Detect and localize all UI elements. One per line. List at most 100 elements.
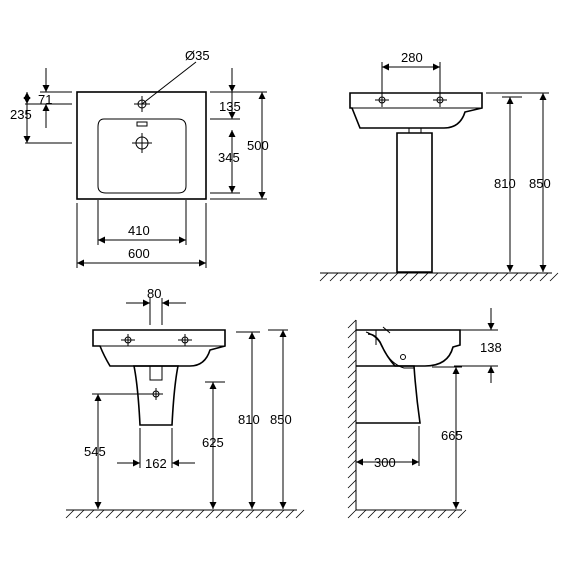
hatch-stroke bbox=[185, 509, 195, 519]
hatch-stroke bbox=[75, 509, 85, 519]
hatch-stroke bbox=[407, 509, 417, 519]
dim-hole-diameter: Ø35 bbox=[185, 48, 210, 63]
hatch-stroke bbox=[387, 509, 397, 519]
hatch-stroke bbox=[509, 272, 519, 282]
basin-side-profile bbox=[356, 329, 461, 367]
dim-810: 810 bbox=[494, 176, 516, 191]
dim-625: 625 bbox=[202, 435, 224, 450]
hatch-stroke bbox=[549, 272, 559, 282]
hatch-stroke bbox=[347, 429, 357, 439]
floor-hatch bbox=[65, 509, 305, 519]
hatch-stroke bbox=[389, 272, 399, 282]
hatch-stroke bbox=[419, 272, 429, 282]
hatch-stroke bbox=[165, 509, 175, 519]
hatch-stroke bbox=[369, 272, 379, 282]
dim-500: 500 bbox=[247, 138, 269, 153]
hatch-stroke bbox=[449, 272, 459, 282]
dim-138: 138 bbox=[480, 340, 502, 355]
semi-pedestal bbox=[133, 365, 179, 426]
hatch-stroke bbox=[447, 509, 457, 519]
hatch-stroke bbox=[255, 509, 265, 519]
hatch-stroke bbox=[155, 509, 165, 519]
hatch-stroke bbox=[347, 339, 357, 349]
hatch-stroke bbox=[457, 509, 467, 519]
hatch-stroke bbox=[115, 509, 125, 519]
dim-235: 235 bbox=[10, 107, 32, 122]
hatch-stroke bbox=[125, 509, 135, 519]
hatch-stroke bbox=[319, 272, 329, 282]
hatch-stroke bbox=[489, 272, 499, 282]
hatch-stroke bbox=[409, 272, 419, 282]
hatch-stroke bbox=[145, 509, 155, 519]
dim-850: 850 bbox=[529, 176, 551, 191]
hatch-stroke bbox=[329, 272, 339, 282]
top-view: Ø35 71 235 135 345 500 410 600 bbox=[10, 48, 269, 268]
hatch-stroke bbox=[347, 319, 357, 329]
dim-545: 545 bbox=[84, 444, 106, 459]
bowl-outline-top bbox=[97, 118, 187, 194]
dim-410: 410 bbox=[128, 223, 150, 238]
dim-300: 300 bbox=[374, 455, 396, 470]
hatch-stroke bbox=[357, 509, 367, 519]
hatch-stroke bbox=[427, 509, 437, 519]
hatch-stroke bbox=[379, 272, 389, 282]
hatch-stroke bbox=[347, 349, 357, 359]
hatch-stroke bbox=[347, 409, 357, 419]
dim-80: 80 bbox=[147, 286, 161, 301]
hatch-stroke bbox=[347, 369, 357, 379]
hatch-stroke bbox=[439, 272, 449, 282]
hatch-stroke bbox=[265, 509, 275, 519]
hatch-stroke bbox=[349, 272, 359, 282]
hatch-stroke bbox=[225, 509, 235, 519]
floor-hatch bbox=[347, 509, 467, 519]
hatch-stroke bbox=[367, 509, 377, 519]
hatch-stroke bbox=[347, 489, 357, 499]
hatch-stroke bbox=[347, 419, 357, 429]
hatch-stroke bbox=[347, 509, 357, 519]
wall-hatch bbox=[347, 319, 357, 509]
hatch-stroke bbox=[347, 459, 357, 469]
hatch-stroke bbox=[539, 272, 549, 282]
basin-front-wall-hung bbox=[92, 329, 226, 367]
hatch-stroke bbox=[359, 272, 369, 282]
hatch-stroke bbox=[135, 509, 145, 519]
dim-345: 345 bbox=[218, 150, 240, 165]
hatch-stroke bbox=[499, 272, 509, 282]
hatch-stroke bbox=[235, 509, 245, 519]
hatch-stroke bbox=[339, 272, 349, 282]
hatch-stroke bbox=[347, 499, 357, 509]
hatch-stroke bbox=[377, 509, 387, 519]
hatch-stroke bbox=[347, 439, 357, 449]
hatch-stroke bbox=[195, 509, 205, 519]
dim-850-wall-hung: 850 bbox=[270, 412, 292, 427]
hatch-stroke bbox=[215, 509, 225, 519]
hatch-stroke bbox=[65, 509, 75, 519]
hatch-stroke bbox=[205, 509, 215, 519]
hatch-stroke bbox=[529, 272, 539, 282]
hatch-stroke bbox=[479, 272, 489, 282]
hatch-stroke bbox=[347, 359, 357, 369]
semi-pedestal-side bbox=[356, 365, 421, 424]
hatch-stroke bbox=[347, 399, 357, 409]
hatch-stroke bbox=[295, 509, 305, 519]
front-view-pedestal: 280 810 850 bbox=[319, 50, 559, 282]
hatch-stroke bbox=[105, 509, 115, 519]
hatch-stroke bbox=[469, 272, 479, 282]
pedestal-column bbox=[396, 132, 433, 273]
hatch-stroke bbox=[85, 509, 95, 519]
dim-665: 665 bbox=[441, 428, 463, 443]
hatch-stroke bbox=[95, 509, 105, 519]
overflow-slot bbox=[136, 121, 148, 127]
dim-600: 600 bbox=[128, 246, 150, 261]
basin-front-pedestal bbox=[349, 92, 483, 129]
hatch-stroke bbox=[459, 272, 469, 282]
basin-outline-top bbox=[76, 91, 207, 200]
dim-135: 135 bbox=[219, 99, 241, 114]
hatch-stroke bbox=[347, 479, 357, 489]
dim-280: 280 bbox=[401, 50, 423, 65]
hatch-stroke bbox=[347, 389, 357, 399]
hatch-stroke bbox=[417, 509, 427, 519]
floor-hatch bbox=[319, 272, 559, 282]
hatch-stroke bbox=[437, 509, 447, 519]
hatch-stroke bbox=[429, 272, 439, 282]
